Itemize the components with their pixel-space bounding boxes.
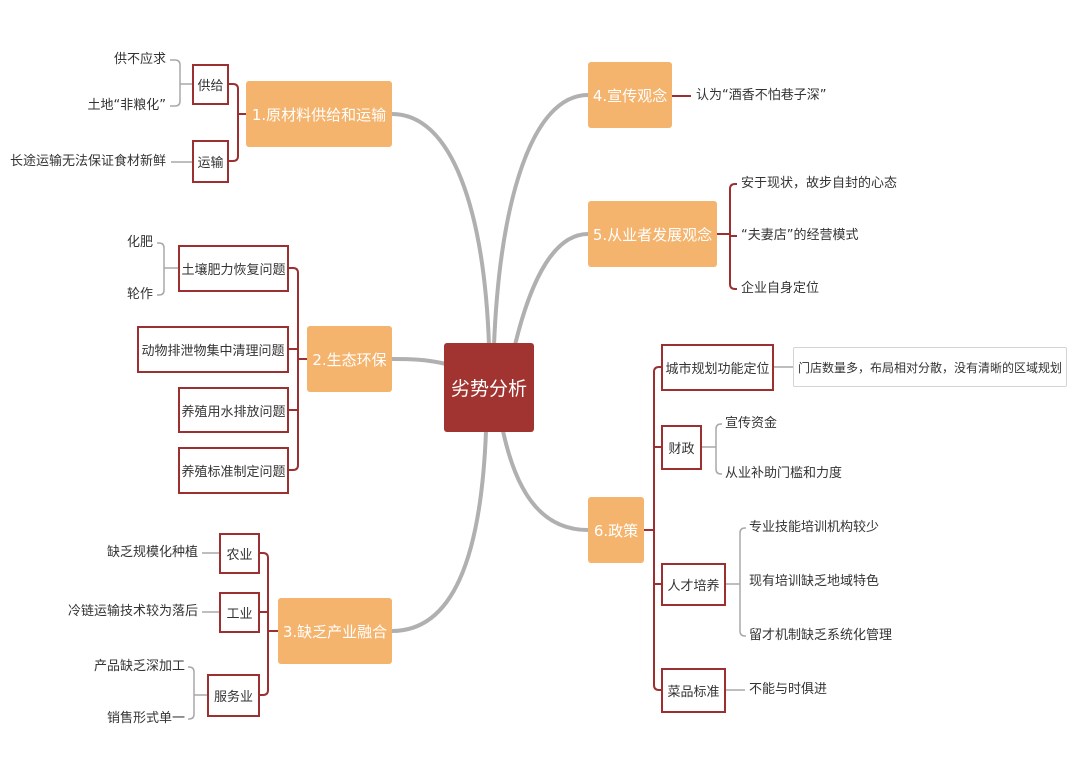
bracket-service-leaves xyxy=(188,666,207,720)
subtopic-transport: 运输 xyxy=(192,140,229,183)
subtopic-talent-training: 人才培养 xyxy=(661,563,726,606)
leaf-item: 产品缺乏深加工 xyxy=(93,659,185,674)
leaf-item: 专业技能培训机构较少 xyxy=(749,520,880,535)
leaf-connectors xyxy=(157,59,793,720)
bracket-branch-6 xyxy=(644,366,661,691)
branch-ecology: 2.生态环保 xyxy=(307,326,392,392)
subtopic-breeding-standard: 养殖标准制定问题 xyxy=(178,447,289,494)
curve-to-branch-5 xyxy=(513,232,590,347)
subtopic-breeding-water: 养殖用水排放问题 xyxy=(178,387,289,433)
bracket-talent-leaves xyxy=(726,527,746,637)
branch-promotion-concept: 4.宣传观念 xyxy=(588,62,672,128)
leaf-item: 宣传资金 xyxy=(725,416,778,431)
main-curves xyxy=(390,93,590,633)
branch-practitioner-concept: 5.从业者发展观念 xyxy=(588,201,717,267)
bracket-soil-leaves xyxy=(157,242,178,296)
leaf-item: 化肥 xyxy=(126,235,153,250)
bracket-branch-1 xyxy=(229,83,246,162)
subtopic-industry: 工业 xyxy=(219,592,260,633)
subtopic-supply: 供给 xyxy=(192,64,229,105)
branch-policy: 6.政策 xyxy=(588,497,644,563)
branch-industry-integration: 3.缺乏产业融合 xyxy=(278,598,392,664)
subtopic-finance: 财政 xyxy=(661,425,702,470)
leaf-item: 现有培训缺乏地域特色 xyxy=(749,574,880,589)
bracket-branch-3 xyxy=(260,552,278,696)
curve-to-branch-6 xyxy=(501,429,590,532)
subtopic-animal-waste: 动物排泄物集中清理问题 xyxy=(137,326,289,373)
leaf-item: 土地“非粮化” xyxy=(87,98,166,113)
leaf-item: 从业补助门槛和力度 xyxy=(725,466,843,481)
leaf-item: 供不应求 xyxy=(113,52,166,67)
leaf-item: 缺乏规模化种植 xyxy=(106,545,198,560)
branch-raw-material-supply: 1.原材料供给和运输 xyxy=(246,81,392,147)
subtopic-service: 服务业 xyxy=(207,674,260,717)
subtopic-soil-fertility: 土壤肥力恢复问题 xyxy=(178,245,289,292)
branch-connectors xyxy=(229,83,737,696)
subtopic-urban-planning: 城市规划功能定位 xyxy=(661,344,774,391)
curve-to-branch-3 xyxy=(390,429,488,633)
leaf-item: 轮作 xyxy=(126,287,153,302)
leaf-item: 不能与时俱进 xyxy=(749,682,828,697)
leaf-item: 冷链运输技术较为落后 xyxy=(67,604,198,619)
leaf-item: 留才机制缺乏系统化管理 xyxy=(749,628,893,643)
bracket-branch-2 xyxy=(289,267,307,471)
leaf-item: 企业自身定位 xyxy=(741,281,820,296)
leaf-item: 长途运输无法保证食材新鲜 xyxy=(9,154,166,169)
leaf-box-store-layout: 门店数量多，布局相对分散，没有清晰的区域规划 xyxy=(793,347,1067,387)
leaf-item: 认为“酒香不怕巷子深” xyxy=(696,88,827,103)
leaf-item: 销售形式单一 xyxy=(106,711,185,726)
curve-to-branch-1 xyxy=(390,112,491,347)
leaf-item: “夫妻店”的经营模式 xyxy=(741,228,859,243)
curve-to-branch-4 xyxy=(492,93,590,347)
subtopic-dish-standard: 菜品标准 xyxy=(661,668,726,713)
leaf-item: 安于现状，故步自封的心态 xyxy=(741,176,898,191)
bracket-branch-5 xyxy=(717,183,737,290)
central-topic: 劣势分析 xyxy=(444,343,534,432)
subtopic-agriculture: 农业 xyxy=(219,533,260,574)
bracket-supply-leaves xyxy=(170,59,192,107)
curve-to-branch-2 xyxy=(390,357,448,366)
bracket-finance-leaves xyxy=(702,423,722,475)
